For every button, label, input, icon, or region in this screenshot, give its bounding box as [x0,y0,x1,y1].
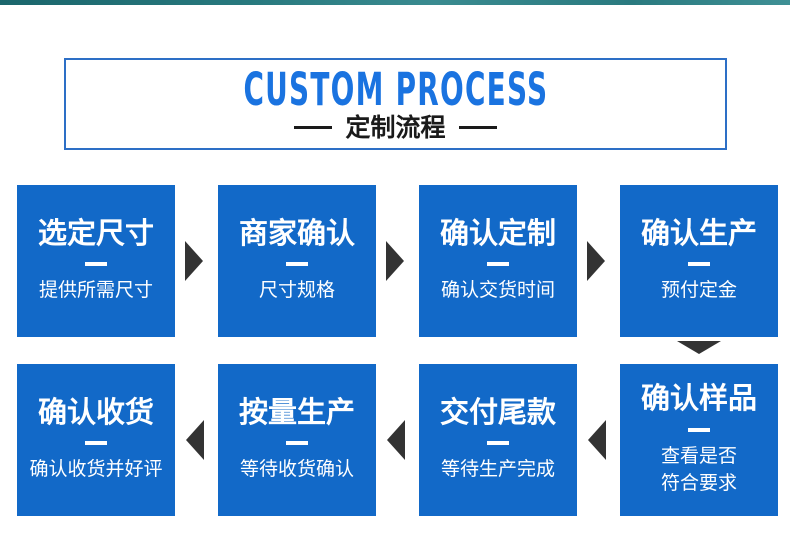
dash-divider [286,441,308,446]
step-box-4: 确认生产 预付定金 [620,185,778,337]
arrow-left-icon [588,420,606,460]
arrow-left-icon [186,420,204,460]
step-subtitle: 等待生产完成 [441,456,555,484]
page-title-chinese: 定制流程 [345,113,446,142]
arrow-right-icon [587,241,605,281]
dash-divider [688,262,710,267]
step-subtitle: 提供所需尺寸 [39,277,153,305]
step-subtitle: 查看是否 符合要求 [661,443,737,498]
arrow-right-icon [386,241,404,281]
step-title: 选定尺寸 [37,216,154,251]
step-subtitle: 确认交货时间 [441,277,555,305]
dash-divider [85,441,107,446]
dash-divider [487,262,509,267]
dash-divider [286,262,308,267]
step-subtitle-line: 等待生产完成 [440,458,555,481]
step-box-1: 选定尺寸 提供所需尺寸 [17,185,175,337]
step-title: 商家确认 [238,216,355,251]
page-title-english: CUSTOM PROCESS [243,63,548,116]
arrow-left-icon [387,420,405,460]
step-box-8: 确认收货 确认收货并好评 [17,364,175,516]
step-box-5: 确认样品 查看是否 符合要求 [620,364,778,516]
dash-divider [688,427,710,432]
step-subtitle-line: 等待收货确认 [239,458,354,481]
dash-divider [487,441,509,446]
step-title: 交付尾款 [439,395,556,430]
step-title: 按量生产 [238,395,355,430]
step-subtitle: 尺寸规格 [259,277,335,305]
step-subtitle-line: 预付定金 [660,279,737,302]
dash-divider [85,262,107,267]
step-title: 确认定制 [439,216,556,251]
step-box-7: 按量生产 等待收货确认 [218,364,376,516]
page-title-chinese-row: 定制流程 [66,114,725,142]
step-subtitle: 等待收货确认 [240,456,354,484]
step-subtitle-line: 查看是否 [660,444,737,467]
step-subtitle: 确认收货并好评 [29,456,162,484]
step-subtitle-line: 确认收货并好评 [29,458,163,481]
step-subtitle-line: 符合要求 [660,472,737,495]
step-box-3: 确认定制 确认交货时间 [419,185,577,337]
dash-line-right [458,126,497,130]
step-title: 确认样品 [640,381,757,416]
step-subtitle-line: 尺寸规格 [258,279,335,302]
header-box: CUSTOM PROCESS 定制流程 [64,58,727,150]
step-subtitle: 预付定金 [661,277,737,305]
step-subtitle-line: 确认交货时间 [440,279,555,302]
arrow-right-icon [185,241,203,281]
arrow-down-icon [677,341,721,354]
step-box-6: 交付尾款 等待生产完成 [419,364,577,516]
step-subtitle-line: 提供所需尺寸 [38,279,153,302]
step-title: 确认收货 [37,395,154,430]
step-title: 确认生产 [640,216,757,251]
step-box-2: 商家确认 尺寸规格 [218,185,376,337]
dash-line-left [294,126,333,130]
top-teal-strip [0,0,790,5]
